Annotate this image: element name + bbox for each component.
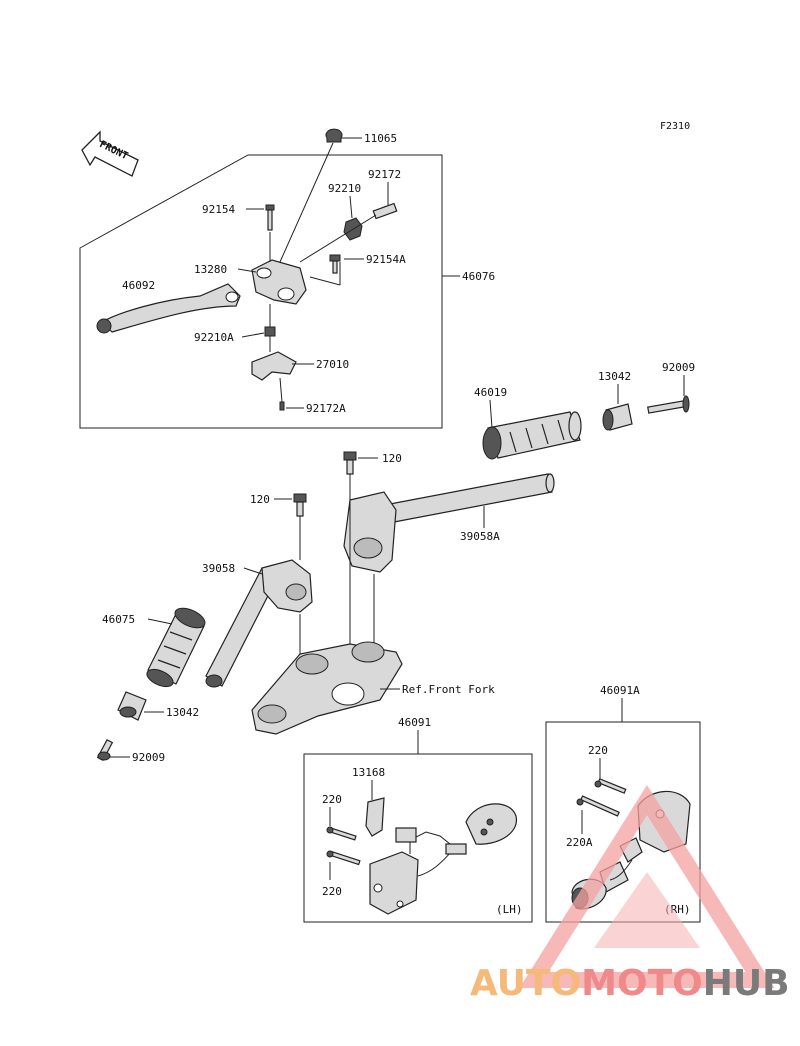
label-220-a: 220 bbox=[322, 793, 342, 806]
clip-13168 bbox=[365, 797, 385, 837]
screw-92172A bbox=[279, 401, 285, 411]
front-arrow-icon: FRONT bbox=[81, 130, 139, 177]
watermark-moto: MOTO bbox=[581, 963, 703, 1004]
label-39058: 39058 bbox=[202, 562, 235, 575]
label-220-b: 220 bbox=[322, 885, 342, 898]
label-13042-top: 13042 bbox=[598, 370, 631, 383]
left-grip bbox=[146, 607, 206, 688]
bolt-92154A bbox=[329, 254, 341, 274]
watermark-text: AUTOMOTOHUB bbox=[470, 963, 790, 1004]
bolt-92154 bbox=[265, 204, 275, 231]
label-92172A: 92172A bbox=[306, 402, 346, 415]
screw-220-a bbox=[326, 826, 357, 841]
label-39058A: 39058A bbox=[460, 530, 500, 543]
label-120-b: 120 bbox=[250, 493, 270, 506]
screw-92009-bottom bbox=[96, 738, 114, 762]
label-11065: 11065 bbox=[364, 132, 397, 145]
label-13042-bottom: 13042 bbox=[166, 706, 199, 719]
label-46091A: 46091A bbox=[600, 684, 640, 697]
cap-part bbox=[325, 128, 343, 143]
lever-holder bbox=[251, 259, 307, 305]
switch-27010 bbox=[251, 351, 297, 381]
label-120-a: 120 bbox=[382, 452, 402, 465]
right-grip bbox=[482, 411, 582, 460]
label-220A: 220A bbox=[566, 836, 593, 849]
clutch-lever bbox=[96, 283, 241, 334]
label-lh: (LH) bbox=[496, 903, 523, 916]
front-fork-clamp bbox=[251, 641, 403, 735]
label-92210A: 92210A bbox=[194, 331, 234, 344]
screw-92009-top bbox=[647, 395, 690, 414]
label-ref-front-fork: Ref.Front Fork bbox=[402, 683, 495, 696]
nut-92210A bbox=[264, 326, 276, 337]
label-27010: 27010 bbox=[316, 358, 349, 371]
screw-220-c bbox=[594, 778, 627, 794]
weight-13042-top bbox=[602, 403, 633, 431]
label-46076: 46076 bbox=[462, 270, 495, 283]
screw-92172 bbox=[372, 202, 398, 220]
label-46019: 46019 bbox=[474, 386, 507, 399]
label-46092: 46092 bbox=[122, 279, 155, 292]
bolt-120-a bbox=[343, 451, 357, 475]
label-92172: 92172 bbox=[368, 168, 401, 181]
label-46075: 46075 bbox=[102, 613, 135, 626]
lever-assembly-box bbox=[79, 154, 443, 429]
label-92154: 92154 bbox=[202, 203, 235, 216]
left-handlebar-39058 bbox=[205, 559, 313, 688]
screw-220A bbox=[576, 795, 620, 817]
label-92009-bottom: 92009 bbox=[132, 751, 165, 764]
figure-code: F2310 bbox=[660, 121, 690, 132]
label-92210: 92210 bbox=[328, 182, 361, 195]
watermark-auto: AUTO bbox=[470, 963, 581, 1004]
label-13168: 13168 bbox=[352, 766, 385, 779]
label-220-c: 220 bbox=[588, 744, 608, 757]
watermark-logo: AUTOMOTOHUB bbox=[470, 784, 790, 1004]
screw-220-b bbox=[326, 850, 361, 866]
weight-13042-bottom bbox=[117, 691, 147, 721]
right-handlebar-39058A bbox=[343, 473, 555, 573]
lh-switch-housing bbox=[369, 803, 517, 915]
label-92154A: 92154A bbox=[366, 253, 406, 266]
bolt-120-b bbox=[293, 493, 307, 517]
label-92009-top: 92009 bbox=[662, 361, 695, 374]
label-46091: 46091 bbox=[398, 716, 431, 729]
label-13280: 13280 bbox=[194, 263, 227, 276]
watermark-hub: HUB bbox=[703, 963, 790, 1004]
